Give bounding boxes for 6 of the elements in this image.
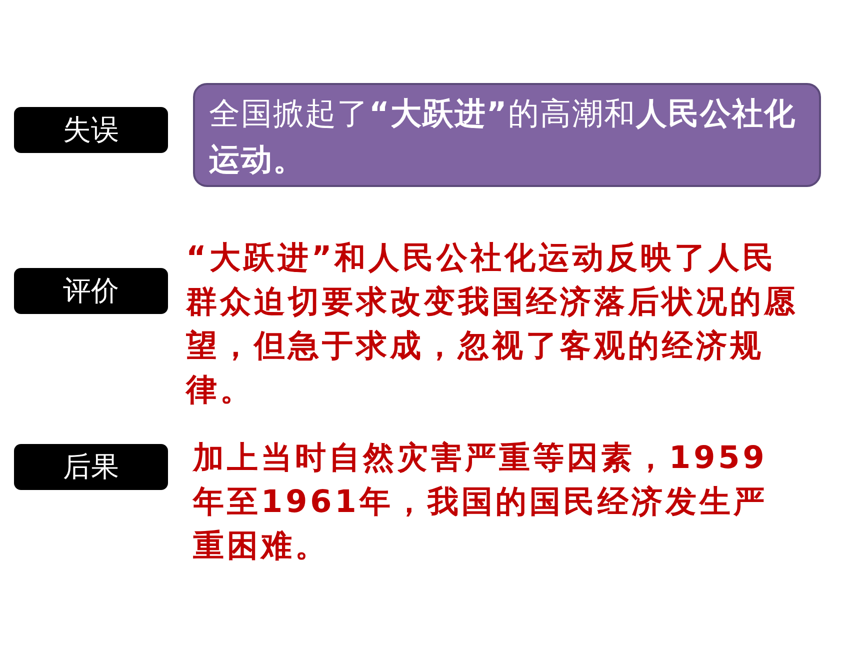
label-tag: 后果 — [14, 444, 168, 490]
label-tag: 评价 — [14, 268, 168, 314]
text-box: 全国掀起了“大跃进”的高潮和人民公社化运动。 — [193, 83, 821, 187]
paragraph-text: “大跃进”和人民公社化运动反映了人民群众迫切要求改变我国经济落后状况的愿望，但急于求成，忽视了客观的经济规律。 — [186, 239, 799, 410]
label-tag: 失误 — [14, 107, 168, 153]
paragraph-text: 加上当时自然灾害严重等因素，1959年至1961年，我国的国民经济发生严重困难。 — [193, 439, 768, 566]
